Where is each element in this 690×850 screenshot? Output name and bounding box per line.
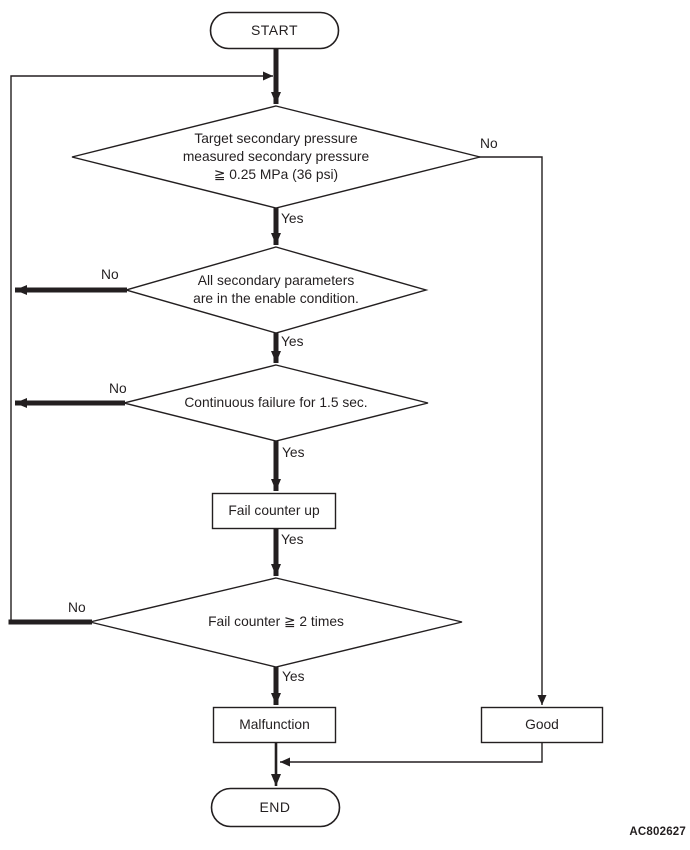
- no-label-4: No: [68, 600, 86, 615]
- no1-line-to-good: [475, 156, 547, 705]
- process-good-label: Good: [525, 717, 559, 732]
- process-malfunction-shape: [212, 706, 337, 744]
- decision4-line1: Fail counter ≧ 2 times: [208, 614, 344, 629]
- loop-return-line: [10, 71, 273, 620]
- decision3-shape: [123, 364, 429, 442]
- end-label: END: [259, 799, 291, 815]
- process-malfunction-label: Malfunction: [239, 717, 310, 732]
- start-label: START: [250, 22, 299, 38]
- decision2-line1: All secondary parameters: [197, 273, 355, 288]
- decision1-label: Target secondary pressure measured secon…: [146, 130, 406, 184]
- decision4-label: Fail counter ≧ 2 times: [116, 613, 436, 631]
- decision1-line3: ≧ 0.25 MPa (36 psi): [213, 167, 339, 182]
- yes-label-5: Yes: [282, 669, 305, 684]
- decision3-line1: Continuous failure for 1.5 sec.: [184, 395, 368, 410]
- decision3-label: Continuous failure for 1.5 sec.: [116, 394, 436, 412]
- start-terminal-shape: [209, 11, 340, 50]
- yes-label-2: Yes: [281, 334, 304, 349]
- yes-label-4: Yes: [281, 532, 304, 547]
- process-good-shape: [480, 706, 604, 744]
- yes-label-1: Yes: [281, 211, 304, 226]
- decision1-shape: [71, 105, 481, 209]
- decision2-shape: [123, 246, 429, 334]
- figure-code: AC802627: [629, 826, 686, 838]
- decision2-label: All secondary parameters are in the enab…: [146, 272, 406, 308]
- yes-label-3: Yes: [282, 445, 305, 460]
- decision1-line1: Target secondary pressure: [194, 131, 358, 146]
- no-label-3: No: [109, 381, 127, 396]
- process-fail-counter-label: Fail counter up: [228, 503, 320, 518]
- good-merge-line: [280, 743, 543, 767]
- decision1-line2: measured secondary pressure: [182, 149, 370, 164]
- no-label-1: No: [480, 136, 498, 151]
- no-label-2: No: [101, 267, 119, 282]
- process-fail-counter-shape: [211, 492, 337, 530]
- end-terminal-shape: [210, 787, 341, 828]
- decision2-line2: are in the enable condition.: [193, 291, 359, 306]
- decision4-shape: [89, 577, 463, 668]
